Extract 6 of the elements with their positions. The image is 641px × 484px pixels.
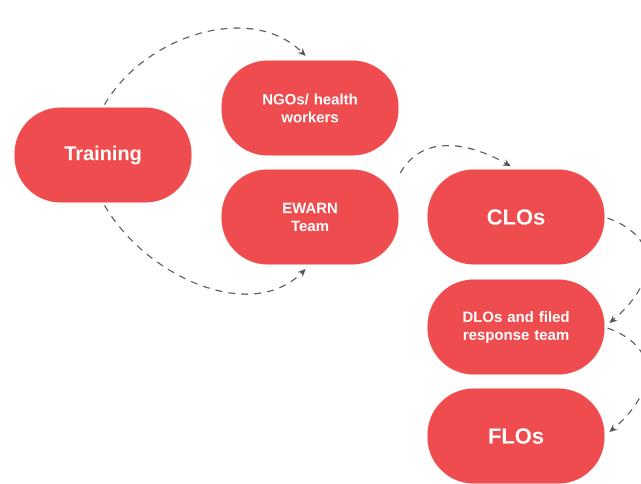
rounded-box: CLOs	[428, 169, 604, 264]
rounded-box: DLOs and filed response team	[428, 279, 604, 374]
rounded-box: FLOs	[428, 388, 604, 484]
rounded-box: NGOs/ health workers	[222, 60, 398, 156]
rounded-box: EWARN Team	[222, 169, 398, 264]
rounded-box: Training	[14, 107, 192, 202]
